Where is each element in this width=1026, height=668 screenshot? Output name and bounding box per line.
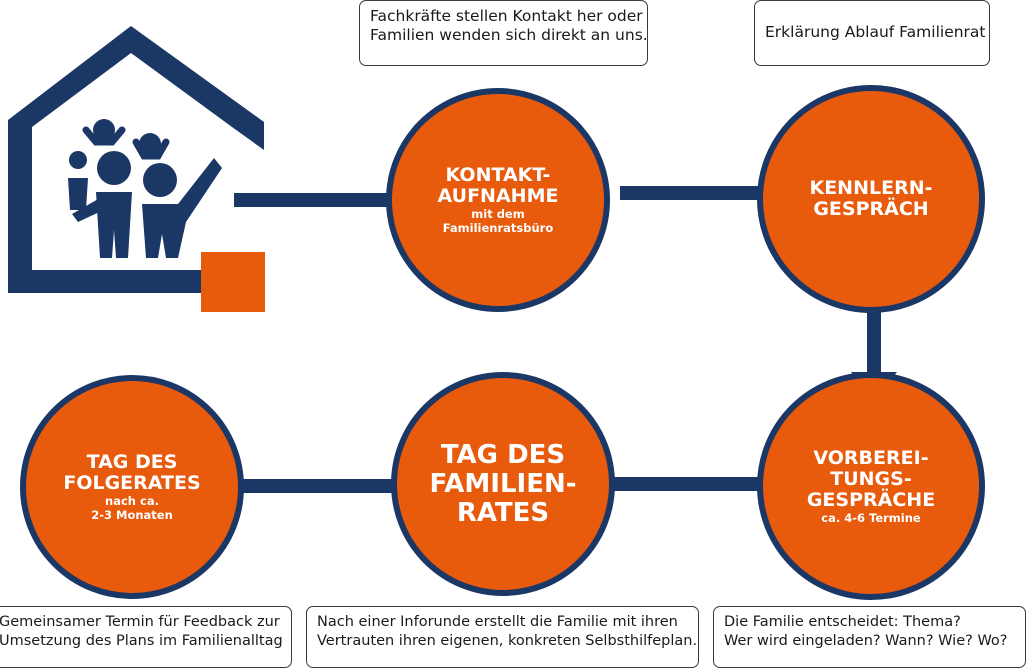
step-title-line: TAG DES — [440, 439, 566, 470]
note-explanation-text: Erklärung Ablauf Familienrat — [765, 23, 986, 41]
step-kontaktaufnahme: KONTAKT- AUFNAHME mit dem Familienratsbü… — [386, 88, 610, 312]
note-explanation: Erklärung Ablauf Familienrat — [754, 0, 990, 66]
note-decide-line-2: Wer wird eingeladen? Wann? Wie? Wo? — [724, 633, 1008, 649]
step-subtitle-line: nach ca. — [105, 494, 159, 508]
step-subtitle-line: mit dem — [471, 207, 525, 221]
note-feedback: Gemeinsamer Termin für Feedback zur Umse… — [0, 606, 292, 668]
step-title-line: VORBEREI- — [813, 446, 929, 469]
step-vorbereitungsgespraeche: VORBEREI- TUNGS- GESPRÄCHE ca. 4-6 Termi… — [757, 372, 985, 600]
step-subtitle-line: ca. 4-6 Termine — [821, 510, 921, 525]
step-title-line: FOLGERATES — [63, 472, 201, 494]
note-plan-line-2: Vertrauten ihren eigenen, konkreten Selb… — [317, 633, 698, 649]
note-decide: Die Familie entscheidet: Thema? Wer wird… — [713, 606, 1026, 668]
house-family-logo — [8, 26, 265, 312]
step-title-line: RATES — [456, 497, 550, 528]
note-contact-line-2: Familien wenden sich direkt an uns. — [370, 26, 648, 44]
step-title-line: GESPRÄCHE — [806, 488, 936, 511]
note-contact-line-1: Fachkräfte stellen Kontakt her oder — [370, 7, 643, 25]
step-title-line: GESPRÄCH — [813, 198, 929, 220]
note-decide-line-1: Die Familie entscheidet: Thema? — [724, 614, 961, 630]
step-title-line: TAG DES — [86, 451, 178, 473]
step-tag-des-folgerates: TAG DES FOLGERATES nach ca. 2-3 Monaten — [20, 375, 244, 599]
step-subtitle-line: 2-3 Monaten — [91, 508, 173, 522]
step-tag-des-familienrates: TAG DES FAMILIEN- RATES — [391, 372, 615, 596]
step-subtitle-line: Familienratsbüro — [442, 221, 554, 235]
note-feedback-line-2: Umsetzung des Plans im Familienalltag — [0, 633, 283, 649]
step-title-line: KENNLERN- — [809, 177, 933, 199]
step-title-line: FAMILIEN- — [429, 468, 577, 499]
step-kennlerngespraech: KENNLERN- GESPRÄCH — [757, 85, 985, 313]
step-title-line: KONTAKT- — [445, 164, 551, 186]
step-title-line: AUFNAHME — [437, 185, 559, 207]
note-feedback-line-1: Gemeinsamer Termin für Feedback zur — [0, 614, 280, 630]
step-title-line: TUNGS- — [830, 467, 912, 490]
note-plan: Nach einer Inforunde erstellt die Famili… — [306, 606, 699, 668]
note-plan-line-1: Nach einer Inforunde erstellt die Famili… — [317, 614, 678, 630]
note-contact: Fachkräfte stellen Kontakt her oder Fami… — [359, 0, 648, 66]
